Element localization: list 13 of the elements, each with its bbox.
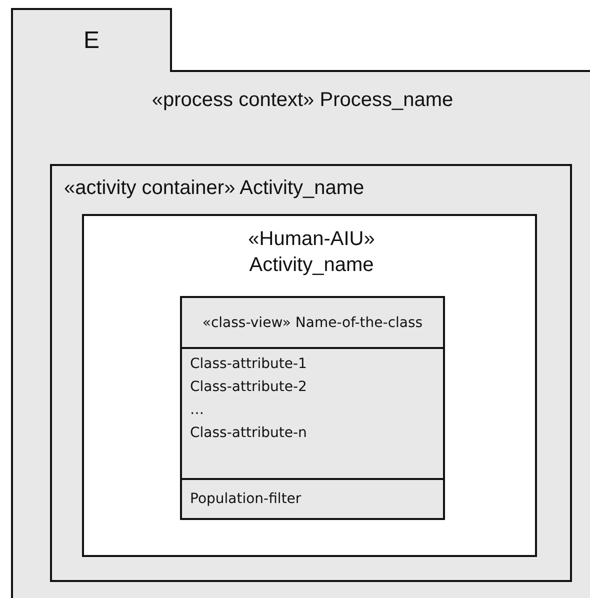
class-attribute: Class-attribute-2 bbox=[190, 378, 308, 397]
class-attribute: … bbox=[190, 401, 205, 420]
class-header: «class-view» Name-of-the-class bbox=[182, 298, 443, 349]
class-attribute: Class-attribute-1 bbox=[190, 355, 308, 374]
activity-box bbox=[82, 214, 537, 557]
class-box bbox=[180, 296, 445, 520]
package-title: «process context» Process_name bbox=[150, 88, 454, 112]
population-filter: Population-filter bbox=[190, 490, 302, 508]
activity-title: «Human-AIU» Activity_name bbox=[247, 227, 376, 278]
package-tab: E bbox=[11, 8, 172, 72]
container-title: «activity container» Activity_name bbox=[64, 176, 364, 200]
class-attribute: Class-attribute-n bbox=[190, 424, 308, 443]
activity-container bbox=[50, 164, 572, 582]
